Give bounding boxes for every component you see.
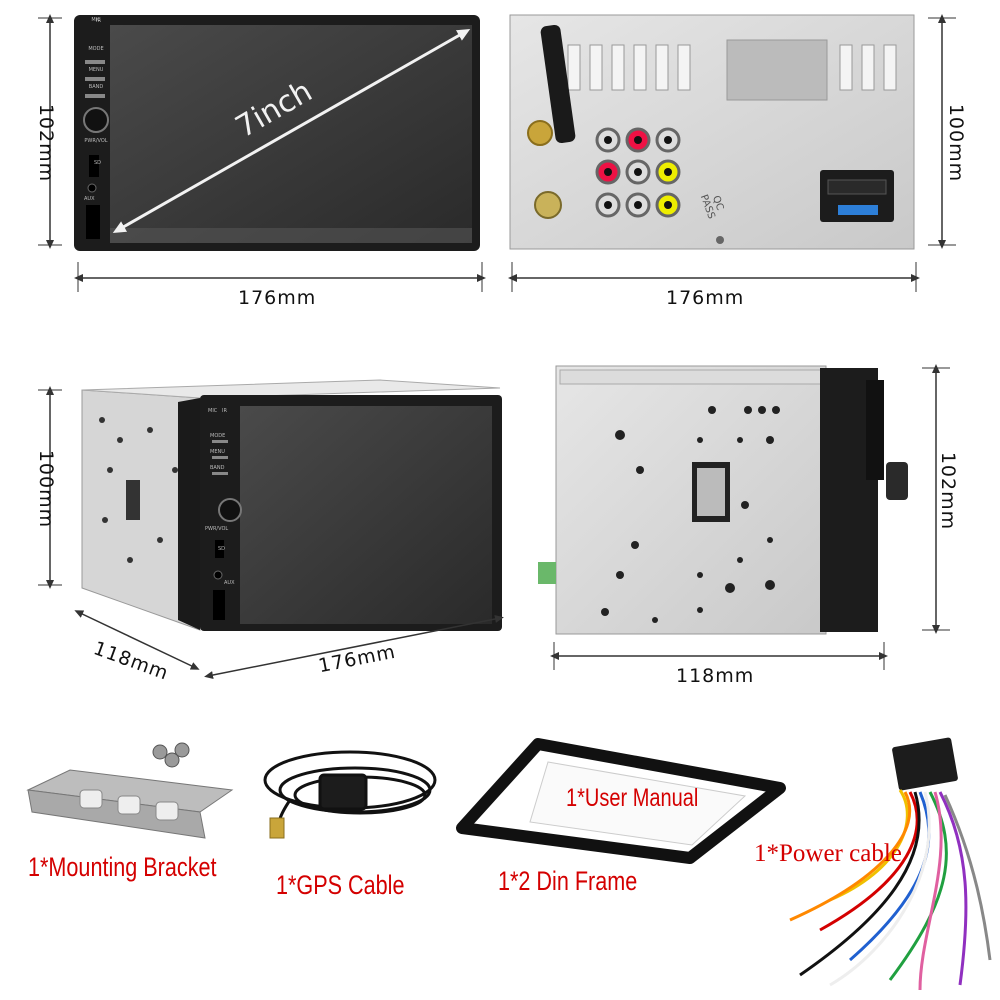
sd-label: SD xyxy=(94,160,102,166)
power-cable-image xyxy=(789,737,992,991)
angled-sd-label: SD xyxy=(218,546,226,552)
angled-mic-label: MIC xyxy=(208,408,218,414)
mounting-bracket-image xyxy=(26,742,234,839)
menu-label: MENU xyxy=(88,67,104,73)
aux-label: AUX xyxy=(84,196,95,202)
ir-label: IR xyxy=(96,18,101,24)
user-manual-label: 1*User Manual xyxy=(566,784,699,812)
side-height-label: 102mm xyxy=(937,451,959,531)
din-frame-label: 1*2 Din Frame xyxy=(498,866,638,896)
front-view-unit xyxy=(74,15,480,251)
din-frame-image xyxy=(456,738,786,864)
rear-view-unit xyxy=(509,14,915,250)
mode-label: MODE xyxy=(88,46,104,52)
angled-mode-label: MODE xyxy=(210,433,226,439)
band-label: BAND xyxy=(88,84,104,90)
side-view-unit xyxy=(538,365,908,635)
angled-menu-label: MENU xyxy=(210,449,225,455)
gps-cable-image xyxy=(263,750,437,839)
front-buttons: MIC xyxy=(84,18,108,48)
angled-pwr-vol-label: PWR/VOL xyxy=(205,526,229,532)
gps-cable-label: 1*GPS Cable xyxy=(276,870,405,900)
rear-height-label: 100mm xyxy=(945,103,967,183)
angled-ir-label: IR xyxy=(222,408,227,414)
mounting-bracket-label: 1*Mounting Bracket xyxy=(28,852,217,882)
angled-aux-label: AUX xyxy=(224,580,235,586)
rear-width-label: 176mm xyxy=(666,287,745,309)
angled-view-unit xyxy=(81,379,502,631)
front-height-label: 102mm xyxy=(35,103,57,183)
power-cable-label: 1*Power cable xyxy=(754,840,902,867)
front-width-label: 176mm xyxy=(238,287,317,309)
angled-height-label: 100mm xyxy=(35,449,57,529)
angled-band-label: BAND xyxy=(210,465,225,471)
mic-label: MIC xyxy=(91,17,101,23)
side-depth-label: 118mm xyxy=(676,665,755,687)
pwr-vol-label: PWR/VOL xyxy=(84,138,108,144)
